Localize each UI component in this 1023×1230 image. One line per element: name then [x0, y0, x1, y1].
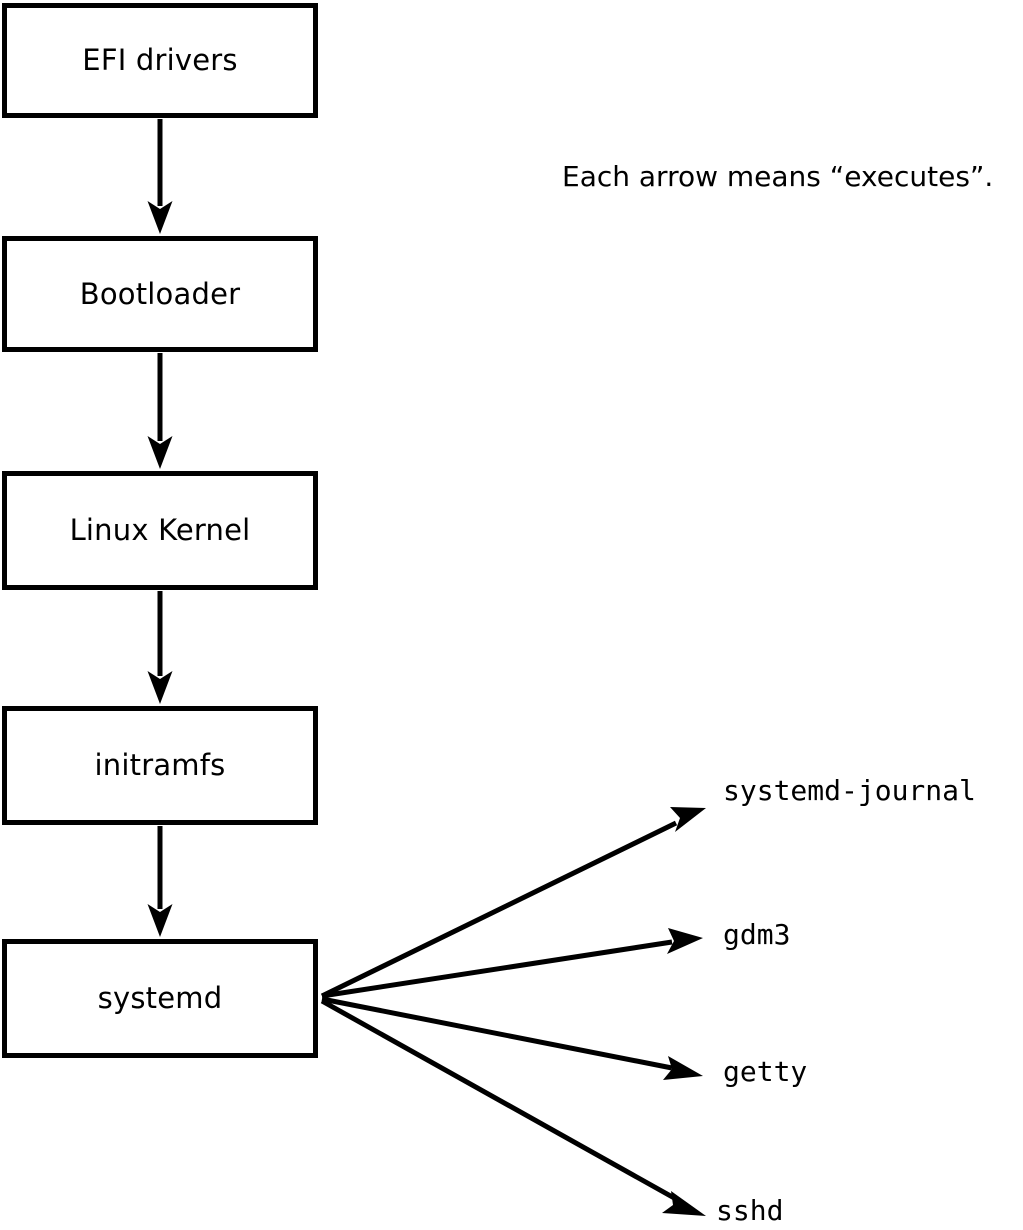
service-label-systemd-journal: systemd-journal — [723, 774, 976, 807]
node-linux-kernel[interactable]: Linux Kernel — [2, 471, 318, 590]
service-label-sshd: sshd — [716, 1194, 784, 1227]
arrow-efi-drivers-to-bootloader — [147, 119, 173, 234]
legend-note: Each arrow means “executes”. — [562, 160, 994, 193]
arrow-linux-kernel-to-initramfs — [147, 591, 173, 704]
node-bootloader-label: Bootloader — [79, 276, 241, 311]
node-initramfs[interactable]: initramfs — [2, 706, 318, 825]
arrow-systemd-to-gdm3 — [321, 928, 703, 999]
service-label-getty: getty — [723, 1055, 808, 1088]
service-label-gdm3: gdm3 — [723, 918, 791, 951]
arrow-systemd-to-sshd — [320, 998, 706, 1216]
node-efi-drivers-label: EFI drivers — [82, 43, 238, 77]
arrow-systemd-to-systemd-journal — [320, 807, 706, 999]
node-systemd-label: systemd — [97, 981, 223, 1015]
node-initramfs-label: initramfs — [94, 748, 226, 782]
node-efi-drivers[interactable]: EFI drivers — [2, 3, 318, 118]
node-systemd[interactable]: systemd — [2, 939, 318, 1058]
arrow-systemd-to-getty — [321, 996, 703, 1080]
node-bootloader[interactable]: Bootloader — [2, 236, 318, 352]
node-linux-kernel-label: Linux Kernel — [69, 513, 251, 547]
arrow-initramfs-to-systemd — [147, 826, 173, 937]
arrow-bootloader-to-linux-kernel — [147, 353, 173, 469]
